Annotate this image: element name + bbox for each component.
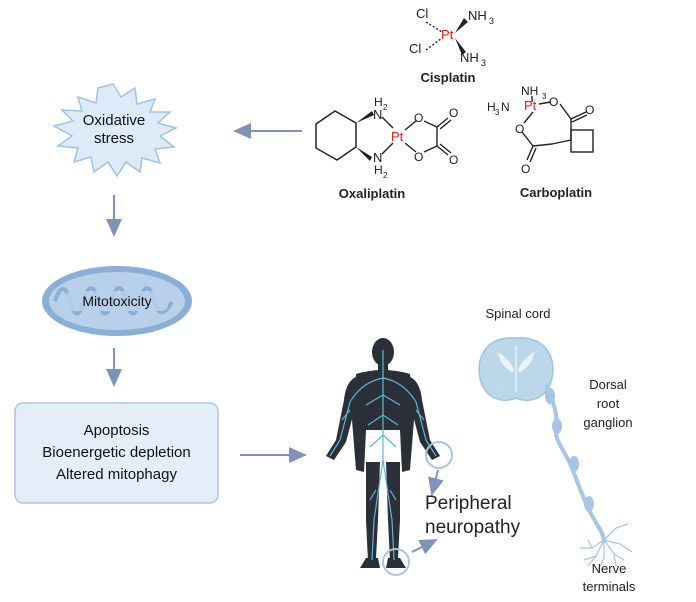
drg-label: Dorsal root ganglion bbox=[583, 377, 633, 430]
cisplatin-nh3-top: NH bbox=[468, 8, 487, 23]
svg-text:3: 3 bbox=[489, 16, 494, 26]
peripheral-neuropathy-label: Peripheral neuropathy bbox=[425, 493, 521, 538]
svg-text:H: H bbox=[374, 95, 383, 109]
cisplatin-cl2: Cl bbox=[409, 41, 421, 56]
arrow-foot-to-label bbox=[411, 539, 438, 555]
outcome-altered-mitophagy: Altered mitophagy bbox=[56, 466, 177, 483]
oxaliplatin-structure: H 2 N N H 2 Pt O O O O Oxaliplatin bbox=[315, 95, 458, 201]
carboplatin-structure: NH 3 H 3 N Pt O O O O Carboplatin bbox=[487, 84, 594, 200]
mitotoxicity-label: Mitotoxicity bbox=[82, 293, 151, 309]
pathway-arrows bbox=[106, 123, 444, 555]
svg-text:O: O bbox=[414, 150, 423, 164]
oxidative-stress-line1: Oxidative bbox=[83, 112, 146, 129]
svg-text:H: H bbox=[487, 100, 496, 114]
cisplatin-label: Cisplatin bbox=[421, 70, 476, 85]
svg-text:O: O bbox=[521, 162, 530, 176]
svg-text:N: N bbox=[373, 150, 382, 165]
svg-text:N: N bbox=[501, 100, 510, 114]
mitochondrion: Mitotoxicity bbox=[42, 266, 192, 336]
svg-text:O: O bbox=[585, 103, 594, 117]
svg-text:O: O bbox=[515, 122, 524, 136]
svg-text:H: H bbox=[374, 163, 383, 177]
svg-text:O: O bbox=[549, 95, 558, 109]
outcome-bioenergetic-depletion: Bioenergetic depletion bbox=[42, 444, 191, 461]
oxidative-stress-burst: Oxidative stress bbox=[52, 83, 179, 178]
outcome-apoptosis: Apoptosis bbox=[83, 422, 150, 439]
svg-text:2: 2 bbox=[383, 103, 388, 112]
cisplatin-nh3-bottom: NH bbox=[460, 50, 479, 65]
oxidative-stress-line2: stress bbox=[94, 130, 134, 147]
carboplatin-pt: Pt bbox=[524, 98, 537, 113]
peripheral-nerve bbox=[544, 384, 633, 571]
nerve-terminals-label: Nerve terminals bbox=[582, 561, 636, 594]
foot-highlight-circle bbox=[382, 548, 410, 576]
drg-node-4 bbox=[584, 496, 594, 512]
spinal-cord-cross-section bbox=[478, 337, 554, 401]
oxaliplatin-label: Oxaliplatin bbox=[339, 186, 406, 201]
spinal-cord-label: Spinal cord bbox=[485, 306, 551, 321]
cisplatin-pt: Pt bbox=[441, 27, 454, 42]
outcomes-box bbox=[14, 402, 219, 504]
svg-text:3: 3 bbox=[495, 108, 500, 117]
carboplatin-label: Carboplatin bbox=[520, 185, 592, 200]
svg-text:O: O bbox=[414, 111, 423, 125]
arrow-hand-to-label bbox=[428, 469, 444, 496]
drg-node-2 bbox=[552, 418, 562, 434]
svg-text:2: 2 bbox=[383, 171, 388, 180]
svg-text:NH: NH bbox=[521, 84, 538, 98]
drg-node-1 bbox=[545, 388, 555, 404]
human-body-figure bbox=[326, 338, 453, 576]
svg-text:O: O bbox=[449, 153, 458, 167]
nerve-terminal-branches bbox=[580, 523, 633, 571]
outcomes-list: Apoptosis Bioenergetic depletion Altered… bbox=[15, 420, 218, 486]
svg-text:O: O bbox=[449, 106, 458, 120]
svg-text:3: 3 bbox=[542, 92, 547, 101]
cisplatin-structure: Cl NH 3 Pt Cl NH 3 Cisplatin bbox=[409, 6, 494, 85]
hand-highlight-circle bbox=[425, 441, 453, 469]
drg-node-3 bbox=[569, 456, 579, 472]
oxaliplatin-pt: Pt bbox=[391, 129, 404, 144]
svg-text:3: 3 bbox=[481, 58, 486, 68]
cisplatin-cl1: Cl bbox=[416, 6, 428, 21]
svg-text:N: N bbox=[373, 107, 382, 122]
